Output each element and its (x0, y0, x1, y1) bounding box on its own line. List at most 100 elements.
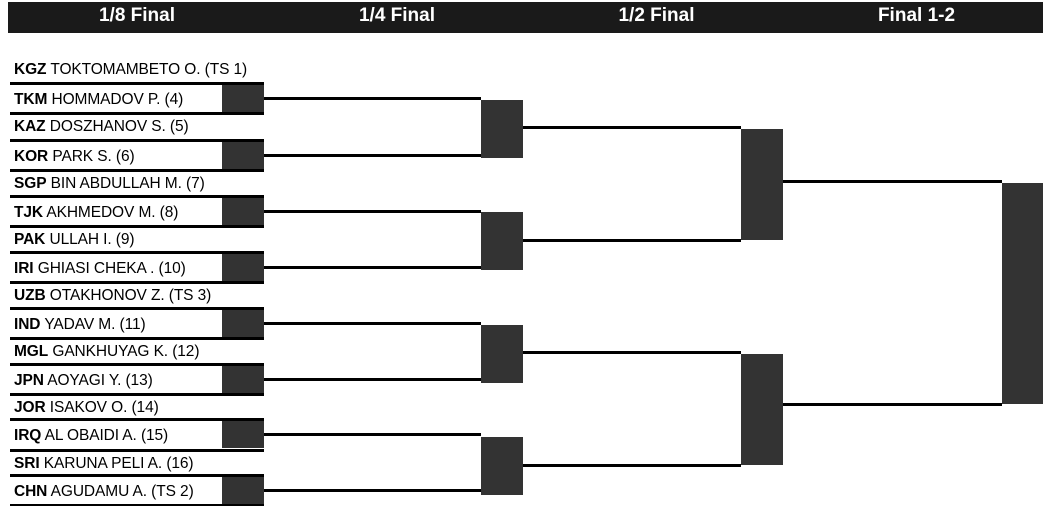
score-box-round-2[interactable] (481, 212, 523, 270)
round-header-final-1-2: Final 1-2 (877, 5, 956, 26)
player-row[interactable]: JOR ISAKOV O. (14) (10, 393, 264, 423)
match-divider-line (10, 474, 264, 477)
player-entry: JPN AOYAGI Y. (13) (14, 366, 153, 396)
player-name: DOSZHANOV S. (5) (49, 118, 189, 135)
player-noc-code: IND (14, 316, 41, 333)
player-row[interactable]: KOR PARK S. (6) (10, 142, 264, 172)
player-row[interactable]: MGL GANKHUYAG K. (12) (10, 337, 264, 367)
score-box-round-3[interactable] (741, 354, 783, 465)
score-box-round-1[interactable] (222, 254, 264, 281)
score-box-round-1[interactable] (222, 366, 264, 393)
score-box-final[interactable] (1002, 183, 1043, 404)
player-noc-code: SRI (14, 455, 40, 472)
player-noc-code: PAK (14, 231, 46, 248)
player-name: KARUNA PELI A. (16) (43, 455, 194, 472)
player-row[interactable]: JPN AOYAGI Y. (13) (10, 366, 264, 396)
player-row[interactable]: IRI GHIASI CHEKA . (10) (10, 254, 264, 284)
player-name: GHIASI CHEKA . (10) (37, 260, 186, 277)
bracket-connector-line (783, 180, 1002, 183)
player-noc-code: CHN (14, 483, 48, 500)
bracket-connector-line (523, 351, 741, 354)
player-name: TOKTOMAMBETO O. (TS 1) (50, 61, 248, 78)
bracket-connector-line (264, 433, 481, 436)
score-box-round-2[interactable] (481, 325, 523, 383)
bracket-connector-line (264, 322, 481, 325)
player-noc-code: TJK (14, 204, 43, 221)
player-entry: KGZ TOKTOMAMBETO O. (TS 1) (14, 55, 247, 85)
player-name: ISAKOV O. (14) (49, 399, 159, 416)
round-header-1-4-final: 1/4 Final (358, 5, 436, 26)
player-row[interactable]: SGP BIN ABDULLAH M. (7) (10, 169, 264, 199)
player-name: OTAKHONOV Z. (TS 3) (49, 287, 212, 304)
score-box-round-1[interactable] (222, 477, 264, 504)
score-box-round-1[interactable] (222, 85, 264, 112)
player-entry: KOR PARK S. (6) (14, 142, 135, 172)
player-name: AL OBAIDI A. (15) (44, 427, 169, 444)
score-box-round-1[interactable] (222, 198, 264, 225)
player-row[interactable]: IRQ AL OBAIDI A. (15) (10, 421, 264, 451)
player-noc-code: IRI (14, 260, 34, 277)
player-row[interactable]: PAK ULLAH I. (9) (10, 225, 264, 255)
score-box-round-3[interactable] (741, 129, 783, 240)
score-box-round-2[interactable] (481, 100, 523, 158)
bracket-connector-line (523, 239, 741, 242)
player-noc-code: KOR (14, 148, 49, 165)
player-entry: SRI KARUNA PELI A. (16) (14, 449, 194, 479)
score-box-round-1[interactable] (222, 310, 264, 337)
player-name: ULLAH I. (9) (49, 231, 135, 248)
player-noc-code: KGZ (14, 61, 47, 78)
match-divider-line (10, 139, 264, 142)
player-noc-code: JOR (14, 399, 46, 416)
score-box-round-2[interactable] (481, 437, 523, 495)
player-entry: MGL GANKHUYAG K. (12) (14, 337, 199, 367)
match-divider-line (10, 251, 264, 254)
player-noc-code: TKM (14, 91, 48, 108)
score-box-round-1[interactable] (222, 421, 264, 448)
match-divider-line (10, 504, 264, 506)
match-divider-line (10, 225, 264, 228)
match-divider-line (10, 169, 264, 172)
match-divider-line (10, 307, 264, 310)
match-divider-line (10, 363, 264, 366)
player-entry: TKM HOMMADOV P. (4) (14, 85, 183, 115)
player-row[interactable]: KAZ DOSZHANOV S. (5) (10, 112, 264, 142)
round-header-1-2-final: 1/2 Final (618, 5, 695, 26)
round-header-1-8-final: 1/8 Final (98, 5, 176, 26)
player-row[interactable]: IND YADAV M. (11) (10, 310, 264, 340)
match-divider-line (10, 337, 264, 340)
bracket-connector-line (264, 154, 481, 157)
player-name: AGUDAMU A. (TS 2) (50, 483, 194, 500)
bracket-connector-line (264, 266, 481, 269)
player-entry: KAZ DOSZHANOV S. (5) (14, 112, 189, 142)
score-box-round-1[interactable] (222, 142, 264, 169)
player-row[interactable]: SRI KARUNA PELI A. (16) (10, 449, 264, 479)
player-entry: UZB OTAKHONOV Z. (TS 3) (14, 281, 211, 311)
player-row[interactable]: TKM HOMMADOV P. (4) (10, 85, 264, 115)
bracket-connector-line (264, 97, 481, 100)
bracket-connector-line (783, 403, 1002, 406)
player-row[interactable]: UZB OTAKHONOV Z. (TS 3) (10, 281, 264, 311)
bracket-connector-line (264, 210, 481, 213)
bracket-connector-line (264, 489, 481, 492)
match-divider-line (10, 195, 264, 198)
player-row[interactable]: TJK AKHMEDOV M. (8) (10, 198, 264, 228)
player-noc-code: UZB (14, 287, 46, 304)
match-divider-line (10, 393, 264, 396)
player-noc-code: SGP (14, 175, 47, 192)
match-divider-line (10, 418, 264, 421)
player-entry: IRI GHIASI CHEKA . (10) (14, 254, 186, 284)
player-name: YADAV M. (11) (44, 316, 146, 333)
player-name: AOYAGI Y. (13) (47, 372, 153, 389)
player-noc-code: MGL (14, 343, 49, 360)
player-row[interactable]: CHN AGUDAMU A. (TS 2) (10, 477, 264, 506)
player-entry: JOR ISAKOV O. (14) (14, 393, 159, 423)
player-name: HOMMADOV P. (4) (51, 91, 184, 108)
player-noc-code: IRQ (14, 427, 42, 444)
player-name: AKHMEDOV M. (8) (46, 204, 179, 221)
player-name: PARK S. (6) (52, 148, 135, 165)
player-row[interactable]: KGZ TOKTOMAMBETO O. (TS 1) (10, 55, 264, 85)
player-noc-code: JPN (14, 372, 44, 389)
player-entry: IRQ AL OBAIDI A. (15) (14, 421, 168, 451)
bracket-connector-line (264, 378, 481, 381)
